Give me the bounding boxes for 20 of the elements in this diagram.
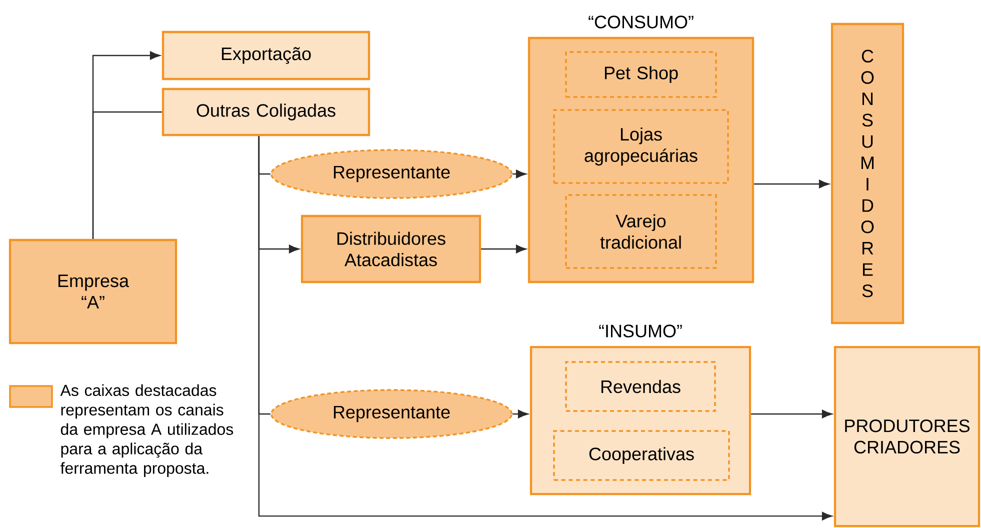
arrow — [481, 244, 526, 254]
process-box: CONSUMIDORES — [830, 22, 904, 324]
channel-box: Varejo tradicional — [565, 194, 717, 269]
legend-text: As caixas destacadas representam os canais da empresa A utilizados para a aplicação da ferramenta proposta. — [60, 384, 234, 478]
process-box: Outras Coligadas — [162, 88, 370, 136]
arrow — [754, 180, 830, 188]
process-box: PRODUTORES CRIADORES — [834, 346, 980, 528]
channel-box: Pet Shop — [565, 51, 717, 98]
arrow — [751, 410, 832, 418]
channel-box: Cooperativas — [553, 430, 730, 481]
arrow — [258, 136, 832, 520]
node-label: “CONSUMO” — [588, 16, 694, 28]
process-box: Empresa “A” — [8, 238, 178, 344]
process-box: Exportação — [162, 30, 370, 80]
channel-box: Lojas agropecuárias — [553, 109, 729, 184]
arrow — [512, 410, 528, 418]
arrow — [512, 170, 526, 178]
channel-box: Revendas — [565, 361, 716, 412]
process-box: Distribuidores Atacadistas — [300, 214, 482, 284]
node-label: “INSUMO” — [599, 324, 682, 338]
